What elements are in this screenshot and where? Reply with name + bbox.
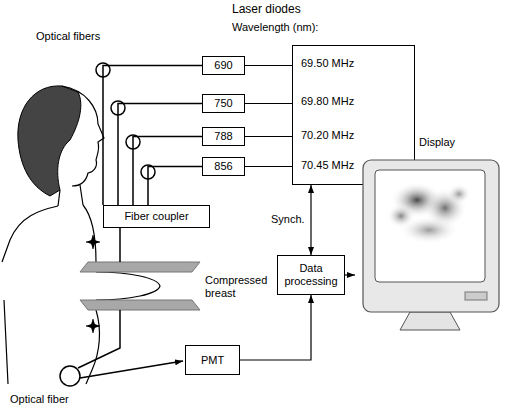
monitor-button bbox=[465, 292, 487, 300]
box-text: PMT bbox=[201, 354, 224, 367]
monitor-drawing bbox=[355, 132, 505, 342]
hair bbox=[18, 86, 81, 196]
box-text: Fiber coupler bbox=[124, 210, 188, 223]
caption-label: Optical fiber bbox=[10, 393, 69, 406]
box-text: 70.45 MHz bbox=[301, 159, 354, 172]
box-text: 69.80 MHz bbox=[301, 95, 354, 108]
wavelength-box: 788 bbox=[202, 127, 245, 146]
wavelength-box: 690 bbox=[202, 56, 245, 75]
detection-fiber bbox=[80, 361, 183, 378]
connector bbox=[245, 103, 292, 104]
optical-fiber bbox=[133, 137, 202, 206]
compression-plate bbox=[80, 262, 200, 272]
fiber-loop bbox=[60, 366, 80, 386]
image-blob bbox=[399, 216, 459, 244]
compressed-breast bbox=[96, 272, 160, 300]
connector bbox=[310, 185, 311, 255]
box-text: 690 bbox=[214, 59, 232, 72]
box-text: 750 bbox=[214, 97, 232, 110]
optical-fiber bbox=[103, 66, 202, 206]
wavelength-box: 856 bbox=[202, 157, 245, 176]
caption-label: Optical fibers bbox=[36, 30, 100, 43]
optical-fiber bbox=[148, 167, 202, 206]
caption-label: Wavelength (nm): bbox=[232, 21, 318, 34]
connector bbox=[245, 65, 292, 66]
neck bbox=[58, 185, 83, 206]
monitor-screen bbox=[375, 170, 485, 282]
detection-fiber bbox=[78, 310, 120, 368]
caption-label: Compressed breast bbox=[205, 274, 277, 300]
box-text: 69.50 MHz bbox=[301, 57, 354, 70]
wavelength-box: 750 bbox=[202, 94, 245, 113]
caption-label: Laser diodes bbox=[232, 3, 301, 16]
compression-plate bbox=[80, 300, 200, 310]
monitor-stand bbox=[400, 312, 460, 330]
connector bbox=[345, 274, 355, 275]
optical-fiber bbox=[118, 104, 202, 206]
source-fiber bbox=[119, 228, 121, 262]
torso bbox=[2, 205, 99, 384]
display-monitor: Display bbox=[355, 132, 505, 342]
box-text: Data processing bbox=[282, 262, 340, 288]
connector bbox=[240, 295, 311, 360]
image-blob bbox=[447, 184, 471, 204]
fiber-coupler-box: Fiber coupler bbox=[103, 205, 210, 228]
scan-arrows bbox=[86, 235, 100, 249]
box-text: 856 bbox=[214, 160, 232, 173]
box-text: 70.20 MHz bbox=[301, 129, 354, 142]
monitor-case bbox=[363, 160, 499, 312]
connector bbox=[245, 136, 292, 137]
face-profile bbox=[62, 86, 104, 186]
edge-label: Synch. bbox=[270, 213, 306, 226]
pmt-box: PMT bbox=[185, 345, 240, 375]
display-label: Display bbox=[419, 136, 455, 149]
connector bbox=[245, 166, 292, 167]
data-processing-box: Data processing bbox=[277, 255, 345, 295]
box-text: 788 bbox=[214, 130, 232, 143]
scan-arrows bbox=[86, 319, 100, 333]
